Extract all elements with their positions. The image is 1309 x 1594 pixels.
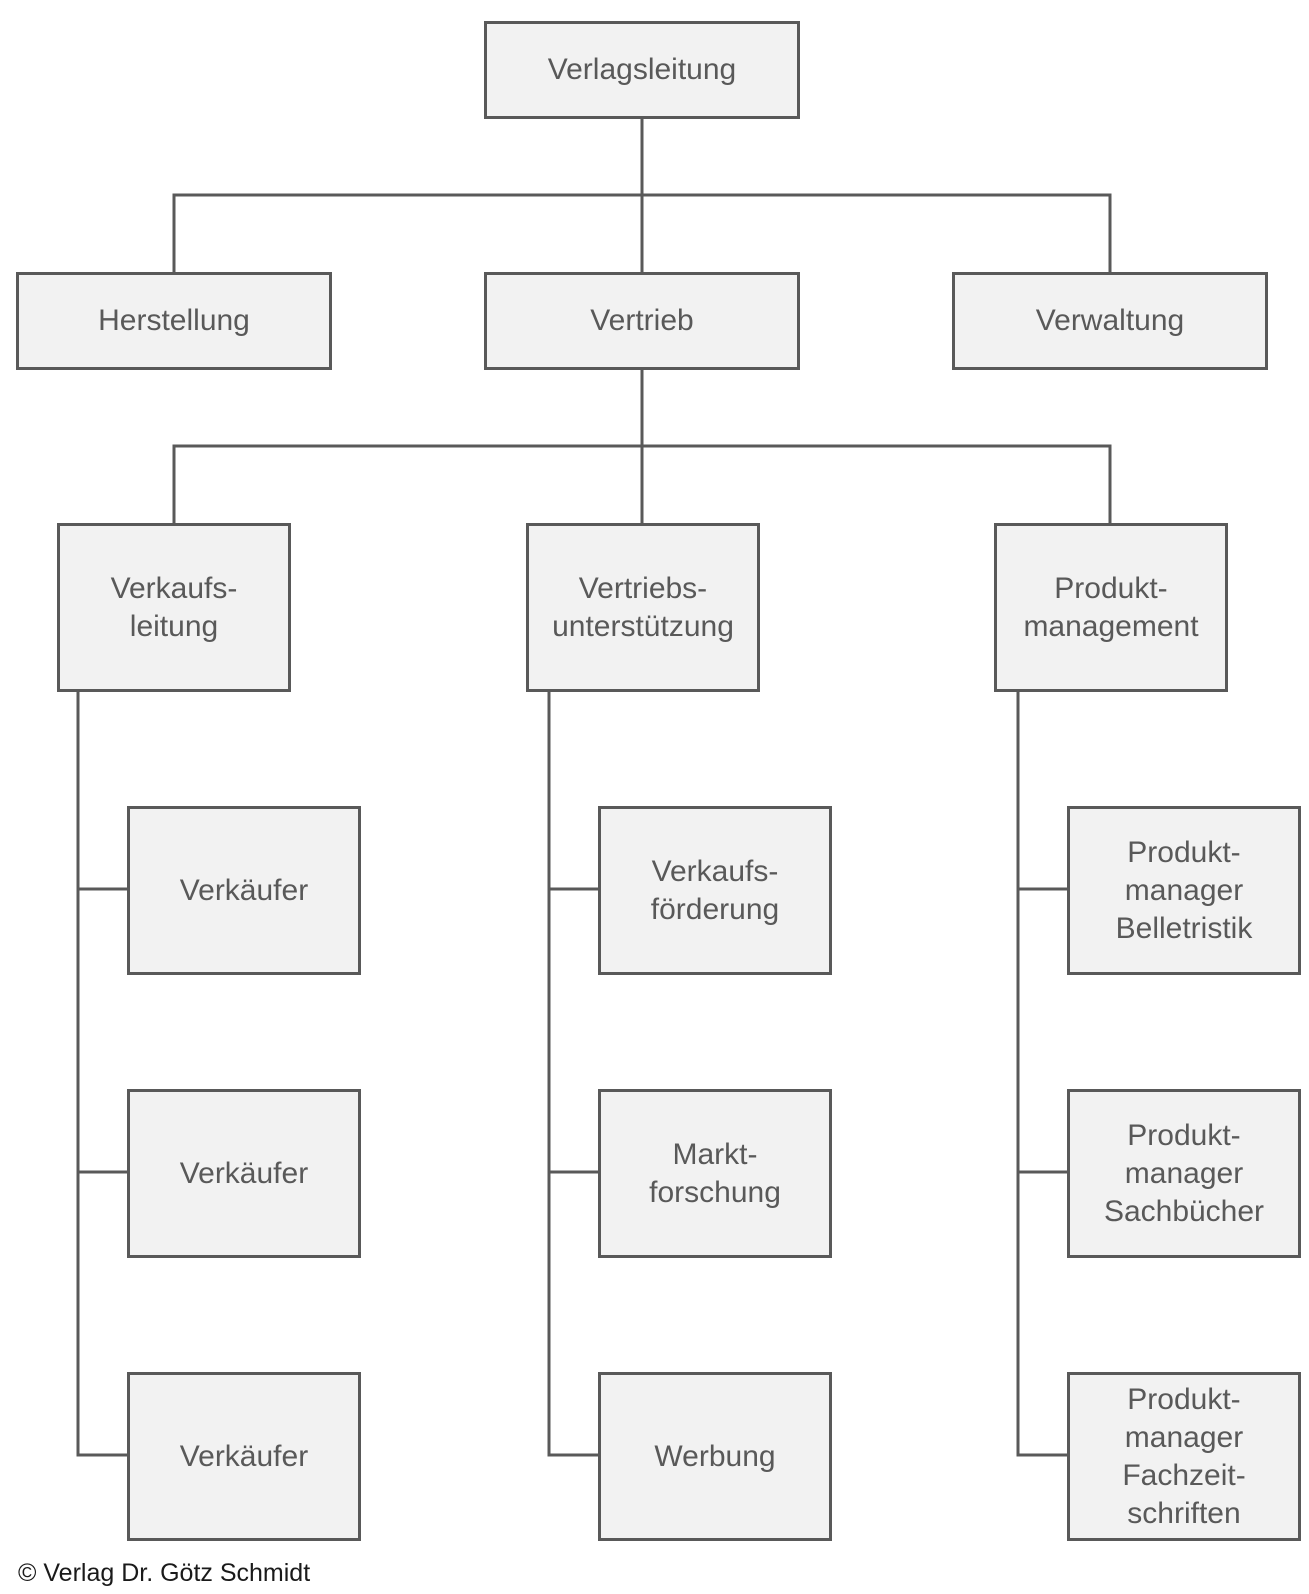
node-vertrieb: Vertrieb xyxy=(484,272,800,370)
node-pm-fachzeitschriften: Produkt- manager Fachzeit- schriften xyxy=(1067,1372,1301,1541)
copyright-notice: © Verlag Dr. Götz Schmidt xyxy=(18,1559,311,1587)
node-vertriebsunterstuetzung: Vertriebs- unterstützung xyxy=(526,523,760,692)
node-marktforschung: Markt- forschung xyxy=(598,1089,832,1258)
node-herstellung: Herstellung xyxy=(16,272,332,370)
node-verkaeufer-1: Verkäufer xyxy=(127,806,361,975)
node-pm-sachbuecher: Produkt- manager Sachbücher xyxy=(1067,1089,1301,1258)
node-verlagsleitung: Verlagsleitung xyxy=(484,21,800,119)
node-pm-belletristik: Produkt- manager Belletristik xyxy=(1067,806,1301,975)
node-verwaltung: Verwaltung xyxy=(952,272,1268,370)
node-verkaeufer-3: Verkäufer xyxy=(127,1372,361,1541)
node-produktmanagement: Produkt- management xyxy=(994,523,1228,692)
node-werbung: Werbung xyxy=(598,1372,832,1541)
node-verkaufsleitung: Verkaufs- leitung xyxy=(57,523,291,692)
node-verkaufsfoerderung: Verkaufs- förderung xyxy=(598,806,832,975)
node-verkaeufer-2: Verkäufer xyxy=(127,1089,361,1258)
